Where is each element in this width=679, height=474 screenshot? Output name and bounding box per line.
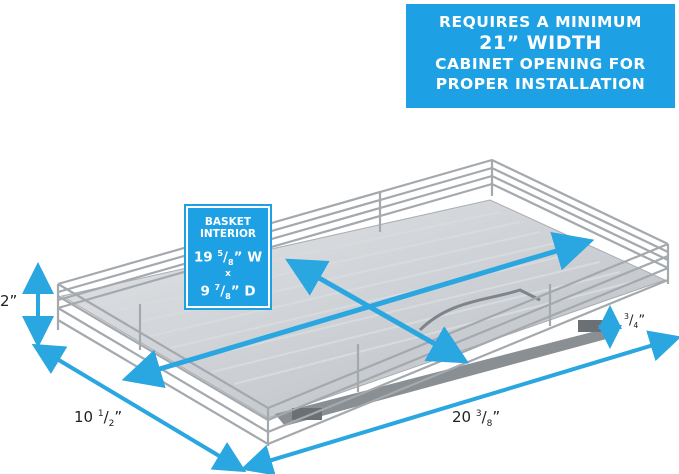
length-label: 20 3/8”: [452, 408, 501, 429]
length-den: 8: [486, 419, 493, 429]
depth-num: 1: [97, 409, 104, 419]
depth-whole: 10: [74, 408, 94, 426]
slide-bracket-left: [292, 408, 322, 420]
interior-width-whole: 19: [193, 249, 213, 266]
interior-heading-2: INTERIOR: [199, 228, 257, 240]
interior-width-suffix: ” W: [233, 249, 263, 266]
interior-x: x: [225, 269, 231, 280]
slide-bracket-right: [578, 320, 604, 332]
slide-quote: ”: [638, 313, 646, 329]
slide-den: 4: [633, 320, 639, 330]
interior-width: 19 5/8” W: [193, 248, 263, 268]
installation-requirement-callout: REQUIRES A MINIMUM 21” WIDTH CABINET OPE…: [406, 4, 675, 108]
slide-height-label: 3/4”: [624, 312, 646, 330]
interior-depth: 9 7/8” D: [200, 282, 256, 302]
requirement-line-4: PROPER INSTALLATION: [435, 75, 646, 93]
depth-den: 2: [108, 419, 115, 429]
depth-label: 10 1/2”: [74, 408, 123, 429]
depth-arrow: [31, 343, 247, 473]
requirement-line-3: CABINET OPENING FOR: [435, 55, 646, 73]
interior-width-den: 8: [227, 257, 234, 268]
requirement-line-2: 21” WIDTH: [479, 32, 602, 54]
length-quote: ”: [492, 408, 501, 426]
length-num: 3: [475, 409, 482, 419]
requirement-line-1: REQUIRES A MINIMUM: [439, 13, 642, 31]
interior-depth-num: 7: [214, 282, 221, 293]
depth-quote: ”: [114, 408, 123, 426]
length-whole: 20: [452, 408, 472, 426]
slide-num: 3: [624, 312, 629, 321]
interior-depth-suffix: ” D: [230, 283, 256, 300]
height-label: 2”: [0, 292, 18, 310]
length-arrow: [240, 330, 679, 474]
interior-depth-whole: 9: [200, 283, 210, 300]
interior-heading-1: BASKET: [204, 216, 252, 228]
interior-width-num: 5: [217, 248, 224, 258]
interior-depth-den: 8: [225, 291, 231, 302]
basket-interior-callout: BASKET INTERIOR 19 5/8” W x 9 7/8” D: [184, 204, 272, 310]
